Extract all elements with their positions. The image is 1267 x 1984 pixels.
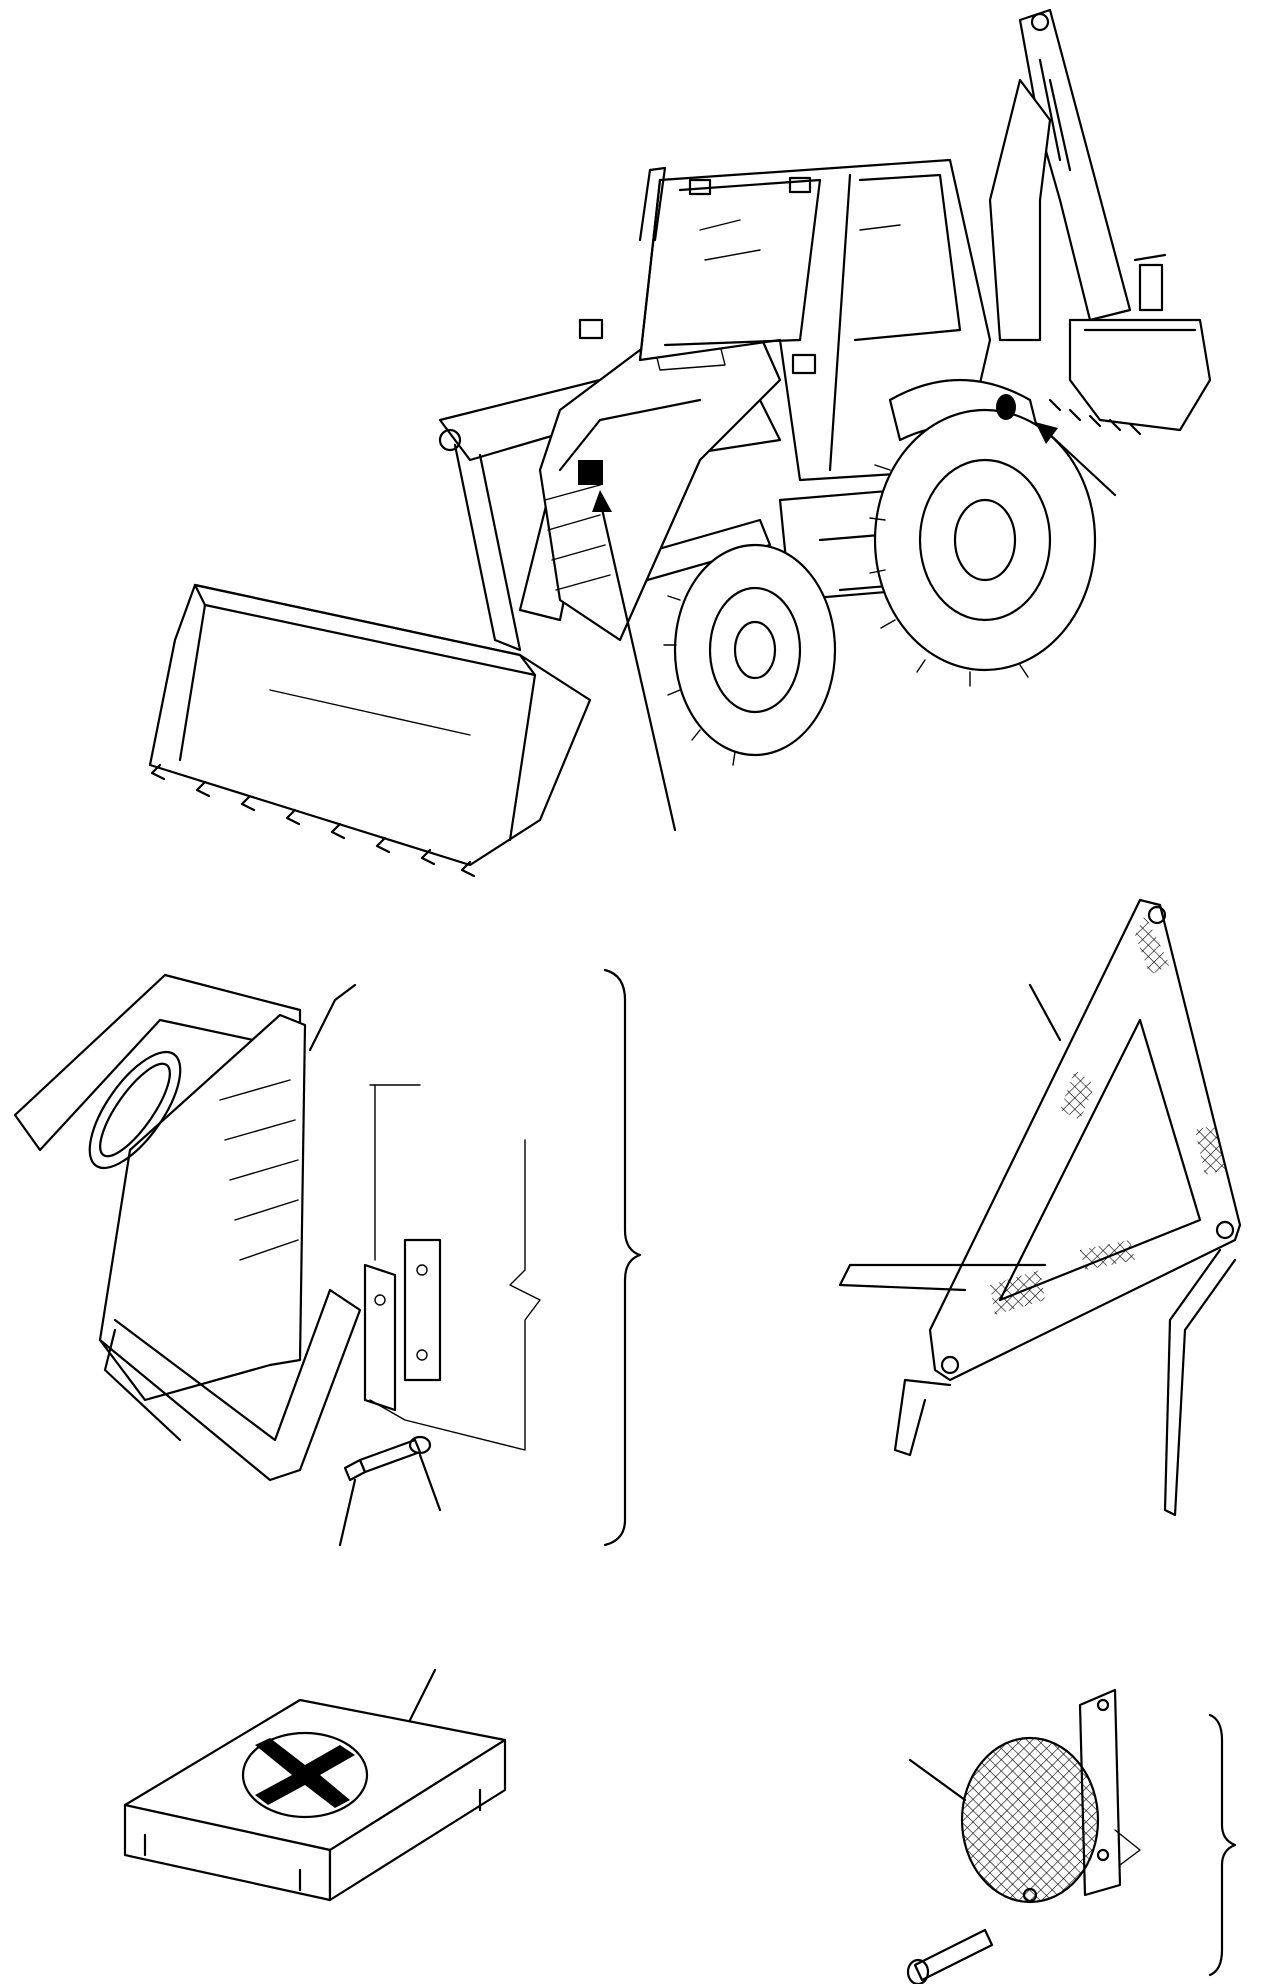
washer	[408, 1435, 432, 1455]
backhoe-loader-illustration	[148, 8, 1212, 878]
rear-location-marker	[996, 394, 1016, 420]
front-bucket	[148, 583, 592, 878]
front-marker-leader	[598, 498, 677, 832]
warning-triangle-illustration	[838, 898, 1242, 1517]
backhoe-arm	[988, 8, 1167, 342]
bucket-teeth	[150, 763, 476, 878]
front-wheel	[663, 543, 837, 766]
reflector-screw	[913, 1928, 994, 1982]
first-aid-kit-illustration	[123, 1668, 507, 1902]
exhaust-pipe	[638, 166, 667, 242]
rear-wheel	[869, 408, 1097, 687]
rear-marker-leader	[1043, 428, 1117, 497]
bracket-illustration	[13, 968, 642, 1547]
cross-icon	[255, 1738, 355, 1808]
reflector-illustration	[906, 1688, 1237, 1984]
front-location-marker	[578, 460, 603, 485]
rear-marker-arrow	[1035, 422, 1058, 444]
front-marker-arrow	[592, 490, 612, 512]
backhoe-bucket	[1048, 318, 1212, 436]
